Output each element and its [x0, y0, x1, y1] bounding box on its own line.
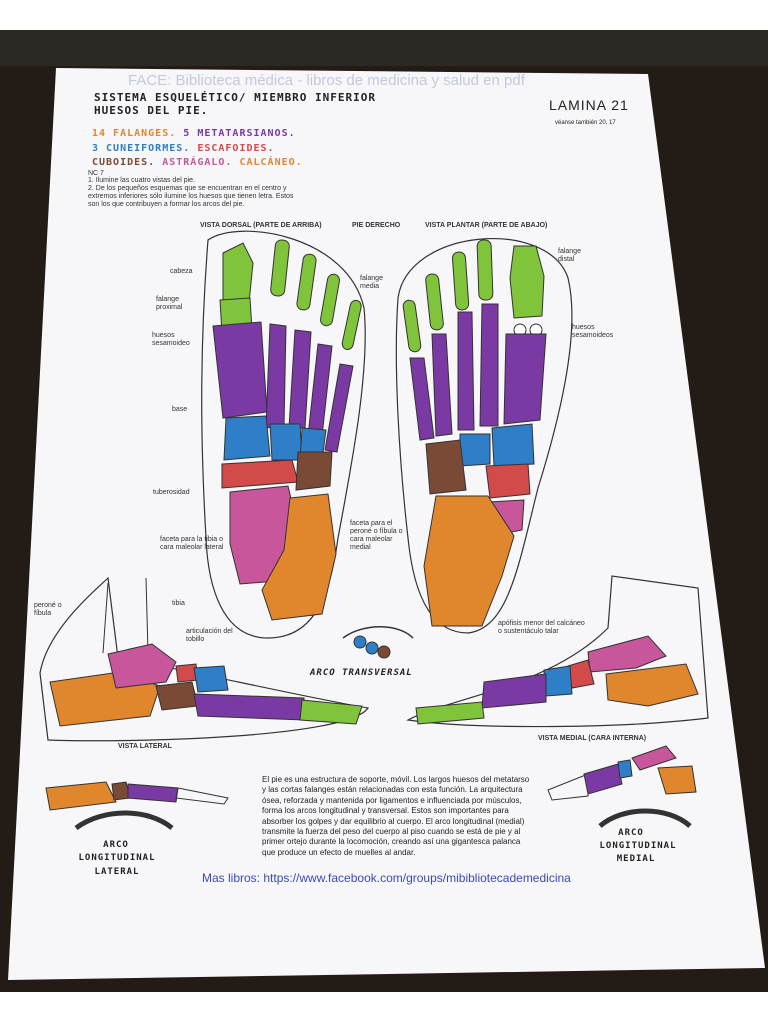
plantar-cuneiforms: [459, 423, 535, 467]
paper-sheet: [8, 68, 765, 980]
label-base: base: [172, 406, 188, 413]
view-dorsal-title: VISTA DORSAL (PARTE DE ARRIBA): [200, 222, 322, 229]
page-title: SISTEMA ESQUELÉTICO/ MIEMBRO INFERIOR: [94, 91, 377, 104]
lateral-talus: [107, 643, 177, 689]
view-plantar-title: VISTA PLANTAR (PARTE DE ABAJO): [425, 222, 548, 229]
paper-shape: [8, 68, 765, 980]
legend-cuboid: CUBOIDES.: [92, 157, 156, 168]
medial-cuneiforms: [543, 665, 573, 697]
medial-calcaneus: [605, 663, 699, 707]
medial-metatarsals: [481, 673, 547, 709]
view-right-foot-title: PIE DERECHO: [352, 222, 401, 229]
instructions-nc: NC 7: [88, 170, 104, 177]
see-also: véanse también 20, 17: [555, 120, 616, 126]
legend-navicular: ESCAFOIDES.: [197, 143, 275, 154]
legend-line-1: 14 FALANGES. 5 METATARSIANOS.: [92, 128, 296, 140]
legend-metatarsals: 5 METATARSIANOS.: [183, 128, 296, 139]
arch-lateral-label-2: LONGITUDINAL: [78, 853, 156, 863]
plantar-phalanges: [402, 239, 545, 353]
plantar-cuboid: [425, 439, 467, 495]
top-bar: [0, 0, 768, 30]
facebook-link[interactable]: Mas libros: https://www.facebook.com/gro…: [202, 871, 571, 885]
label-tibia: tibia: [172, 600, 185, 607]
label-cabeza: cabeza: [170, 268, 193, 275]
legend-calcaneus: CALCÁNEO.: [239, 157, 303, 168]
page-subtitle: HUESOS DEL PIE.: [94, 104, 209, 117]
arch-transversal-label: ARCO TRANSVERSAL: [310, 668, 413, 678]
table-edge: [0, 30, 768, 66]
medial-phalanges: [415, 701, 485, 725]
legend-line-2: 3 CUNEIFORMES. ESCAFOIDES.: [92, 143, 275, 155]
watermark: FACE: Biblioteca médica - libros de medi…: [128, 72, 525, 89]
instructions-step-2: 2. De los pequeños esquemas que se encue…: [88, 185, 294, 209]
plantar-navicular: [485, 463, 531, 499]
lateral-cuneiforms: [193, 665, 229, 693]
plantar-metatarsals: [409, 303, 547, 441]
plantar-calcaneus: [423, 495, 515, 627]
transverse-arch-diagram: [342, 626, 414, 659]
dorsal-cuneiforms: [223, 415, 327, 461]
label-huesos-sesamoideo: huesos sesamoideo: [152, 332, 190, 348]
medial-foot-view: [406, 575, 709, 728]
view-lateral-title: VISTA LATERAL: [118, 743, 172, 750]
plate-number: LAMINA 21: [549, 97, 629, 113]
arch-medial-label-3: MEDIAL: [616, 854, 656, 864]
instructions-step-1: 1. Ilumine las cuatro vistas del pie.: [88, 177, 195, 184]
dorsal-foot-view: [201, 230, 366, 639]
view-medial-title: VISTA MEDIAL (CARA INTERNA): [538, 735, 647, 742]
medial-arch-diagram: [547, 745, 697, 828]
dorsal-cuboid: [295, 451, 333, 491]
description-paragraph: El pie es una estructura de soporte, móv…: [262, 775, 530, 857]
label-articulacion: articulación del tobillo: [186, 628, 233, 644]
arch-lateral-label-3: LATERAL: [94, 867, 140, 877]
lateral-foot-view: [39, 576, 370, 742]
arch-medial-label-1: ARCO: [618, 828, 644, 838]
plantar-sesamoids: [513, 323, 543, 337]
arch-lateral-label-1: ARCO: [103, 840, 129, 850]
lateral-phalanges: [299, 699, 363, 725]
label-apofisis: apófisis menor del calcáneo o sustentácu…: [498, 620, 585, 636]
label-falange-distal: falange distal: [558, 248, 581, 264]
label-faceta-tibia: faceta para la tibia o cara maleolar lat…: [160, 536, 224, 552]
plantar-foot-view: [395, 238, 573, 634]
lateral-cuboid: [155, 681, 199, 711]
label-falange-media: falange media: [360, 275, 383, 291]
legend-talus: ASTRÁGALO.: [162, 157, 233, 168]
legend-line-3: CUBOIDES. ASTRÁGALO. CALCÁNEO.: [92, 157, 303, 169]
label-perone: peroné o fíbula: [34, 602, 62, 618]
lateral-arch-diagram: [45, 781, 229, 831]
legend-cuneiforms: 3 CUNEIFORMES.: [92, 143, 191, 154]
dorsal-calcaneus: [261, 493, 337, 621]
label-faceta-perone: faceta para el peroné o fíbula o cara ma…: [350, 520, 403, 552]
bottom-bar: [0, 992, 768, 1024]
label-tuberosidad: tuberosidad: [153, 489, 190, 496]
arch-medial-label-2: LONGITUDINAL: [599, 841, 677, 851]
dorsal-metatarsals: [212, 321, 354, 453]
lateral-metatarsals: [193, 693, 305, 721]
label-falange-proximal: falange proximal: [156, 296, 183, 312]
legend-phalanges: 14 FALANGES.: [92, 128, 177, 139]
label-huesos-sesamoideos: huesos sesamoideos: [572, 324, 614, 340]
